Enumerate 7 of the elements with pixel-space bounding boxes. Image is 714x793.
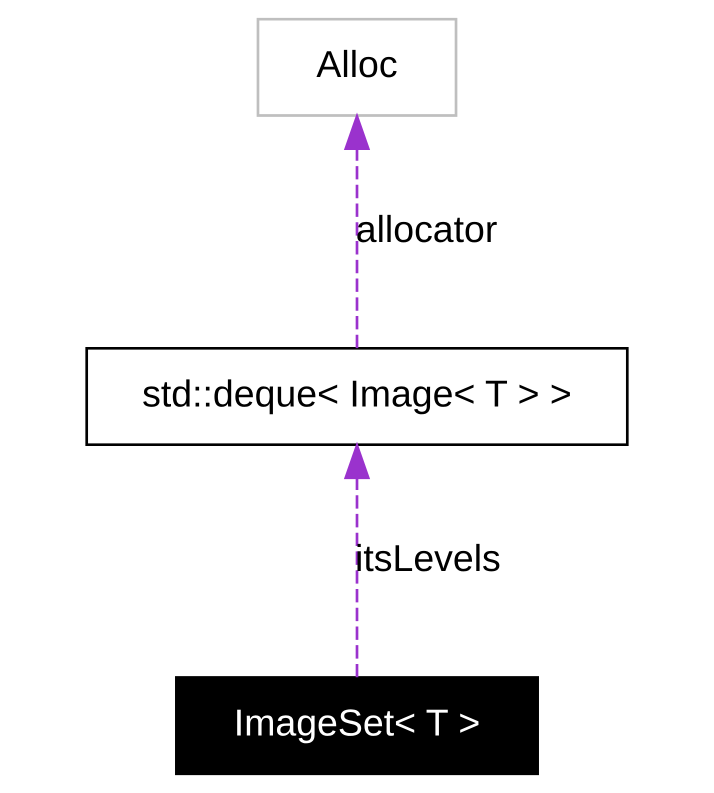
edge-label: itsLevels [355,536,501,579]
arrow [344,112,370,348]
arrow [344,442,370,678]
edge-label: allocator [356,208,498,250]
node-box: std::deque< Image< T > > [85,347,629,446]
node-box: ImageSet< T > [175,676,539,776]
node-box: Alloc [256,18,458,117]
